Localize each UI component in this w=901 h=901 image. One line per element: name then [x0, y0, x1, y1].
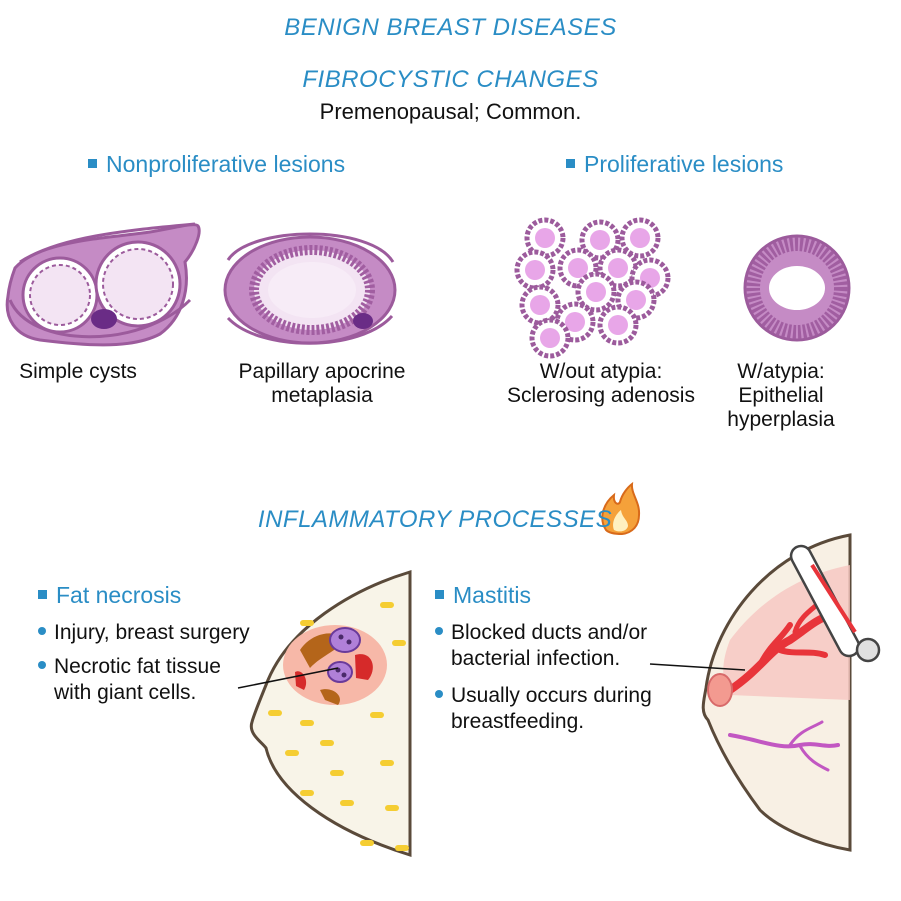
fat-necrosis-bullet-2: Necrotic fat tissue with giant cells.	[38, 654, 221, 706]
fat-droplet	[320, 740, 334, 746]
fat-droplet	[285, 750, 299, 756]
inflammatory-heading: INFLAMMATORY PROCESSES	[257, 506, 613, 533]
gland-lumen	[525, 260, 545, 280]
gland-lumen	[535, 228, 555, 248]
without-atypia-label: W/out atypia: Sclerosing adenosis	[507, 360, 695, 407]
fat-droplet	[268, 710, 282, 716]
epithelial-hyperplasia-illustration	[743, 234, 851, 342]
mastitis-bullet-2: Usually occurs during breastfeeding.	[435, 683, 652, 735]
fat-droplet	[370, 712, 384, 718]
fat-droplet	[300, 720, 314, 726]
square-bullet-icon	[38, 590, 47, 599]
thermometer-icon	[789, 544, 881, 663]
square-bullet-icon	[88, 159, 97, 168]
gland-lumen	[565, 312, 585, 332]
gland-lumen	[540, 328, 560, 348]
mastitis-heading: Mastitis	[435, 582, 531, 609]
fat-droplet	[395, 845, 409, 851]
square-bullet-icon	[566, 159, 575, 168]
fat-droplet	[300, 620, 314, 626]
papillary-apocrine-illustration	[223, 232, 397, 345]
nonproliferative-heading: Nonproliferative lesions	[88, 151, 345, 178]
page-title: BENIGN BREAST DISEASES	[284, 14, 617, 41]
fat-necrosis-bullet-1: Injury, breast surgery	[38, 620, 250, 646]
proliferative-heading: Proliferative lesions	[566, 151, 783, 178]
papillary-apocrine-label: Papillary apocrine metaplasia	[238, 360, 406, 407]
gland-lumen	[608, 315, 628, 335]
fat-droplet	[330, 770, 344, 776]
bullet-dot-icon	[435, 627, 443, 635]
gland-lumen	[530, 295, 550, 315]
bullet-dot-icon	[38, 627, 46, 635]
fat-droplet	[385, 805, 399, 811]
sclerosing-adenosis-illustration	[514, 217, 671, 359]
fat-droplet	[300, 790, 314, 796]
gland-lumen	[608, 258, 628, 278]
mastitis-bullet-1: Blocked ducts and/or bacterial infection…	[435, 620, 647, 672]
fibrocystic-heading: FIBROCYSTIC CHANGES	[302, 66, 599, 93]
fat-droplet	[360, 840, 374, 846]
gland-lumen	[568, 258, 588, 278]
gland-lumen	[626, 290, 646, 310]
simple-cysts-illustration	[5, 222, 201, 347]
bullet-dot-icon	[435, 690, 443, 698]
gland-lumen	[586, 282, 606, 302]
bullet-dot-icon	[38, 661, 46, 669]
fibrocystic-subtitle: Premenopausal; Common.	[319, 99, 582, 124]
fat-droplet	[392, 640, 406, 646]
gland-lumen	[630, 228, 650, 248]
gland-lumen	[590, 230, 610, 250]
fat-droplet	[340, 800, 354, 806]
with-atypia-label: W/atypia: Epithelial hyperplasia	[727, 360, 835, 431]
square-bullet-icon	[435, 590, 444, 599]
fire-icon	[601, 481, 641, 536]
fat-droplet	[380, 760, 394, 766]
fat-necrosis-breast-illustration	[237, 569, 412, 858]
simple-cysts-label: Simple cysts	[19, 360, 137, 383]
fat-droplet	[380, 602, 394, 608]
fat-necrosis-heading: Fat necrosis	[38, 582, 181, 609]
